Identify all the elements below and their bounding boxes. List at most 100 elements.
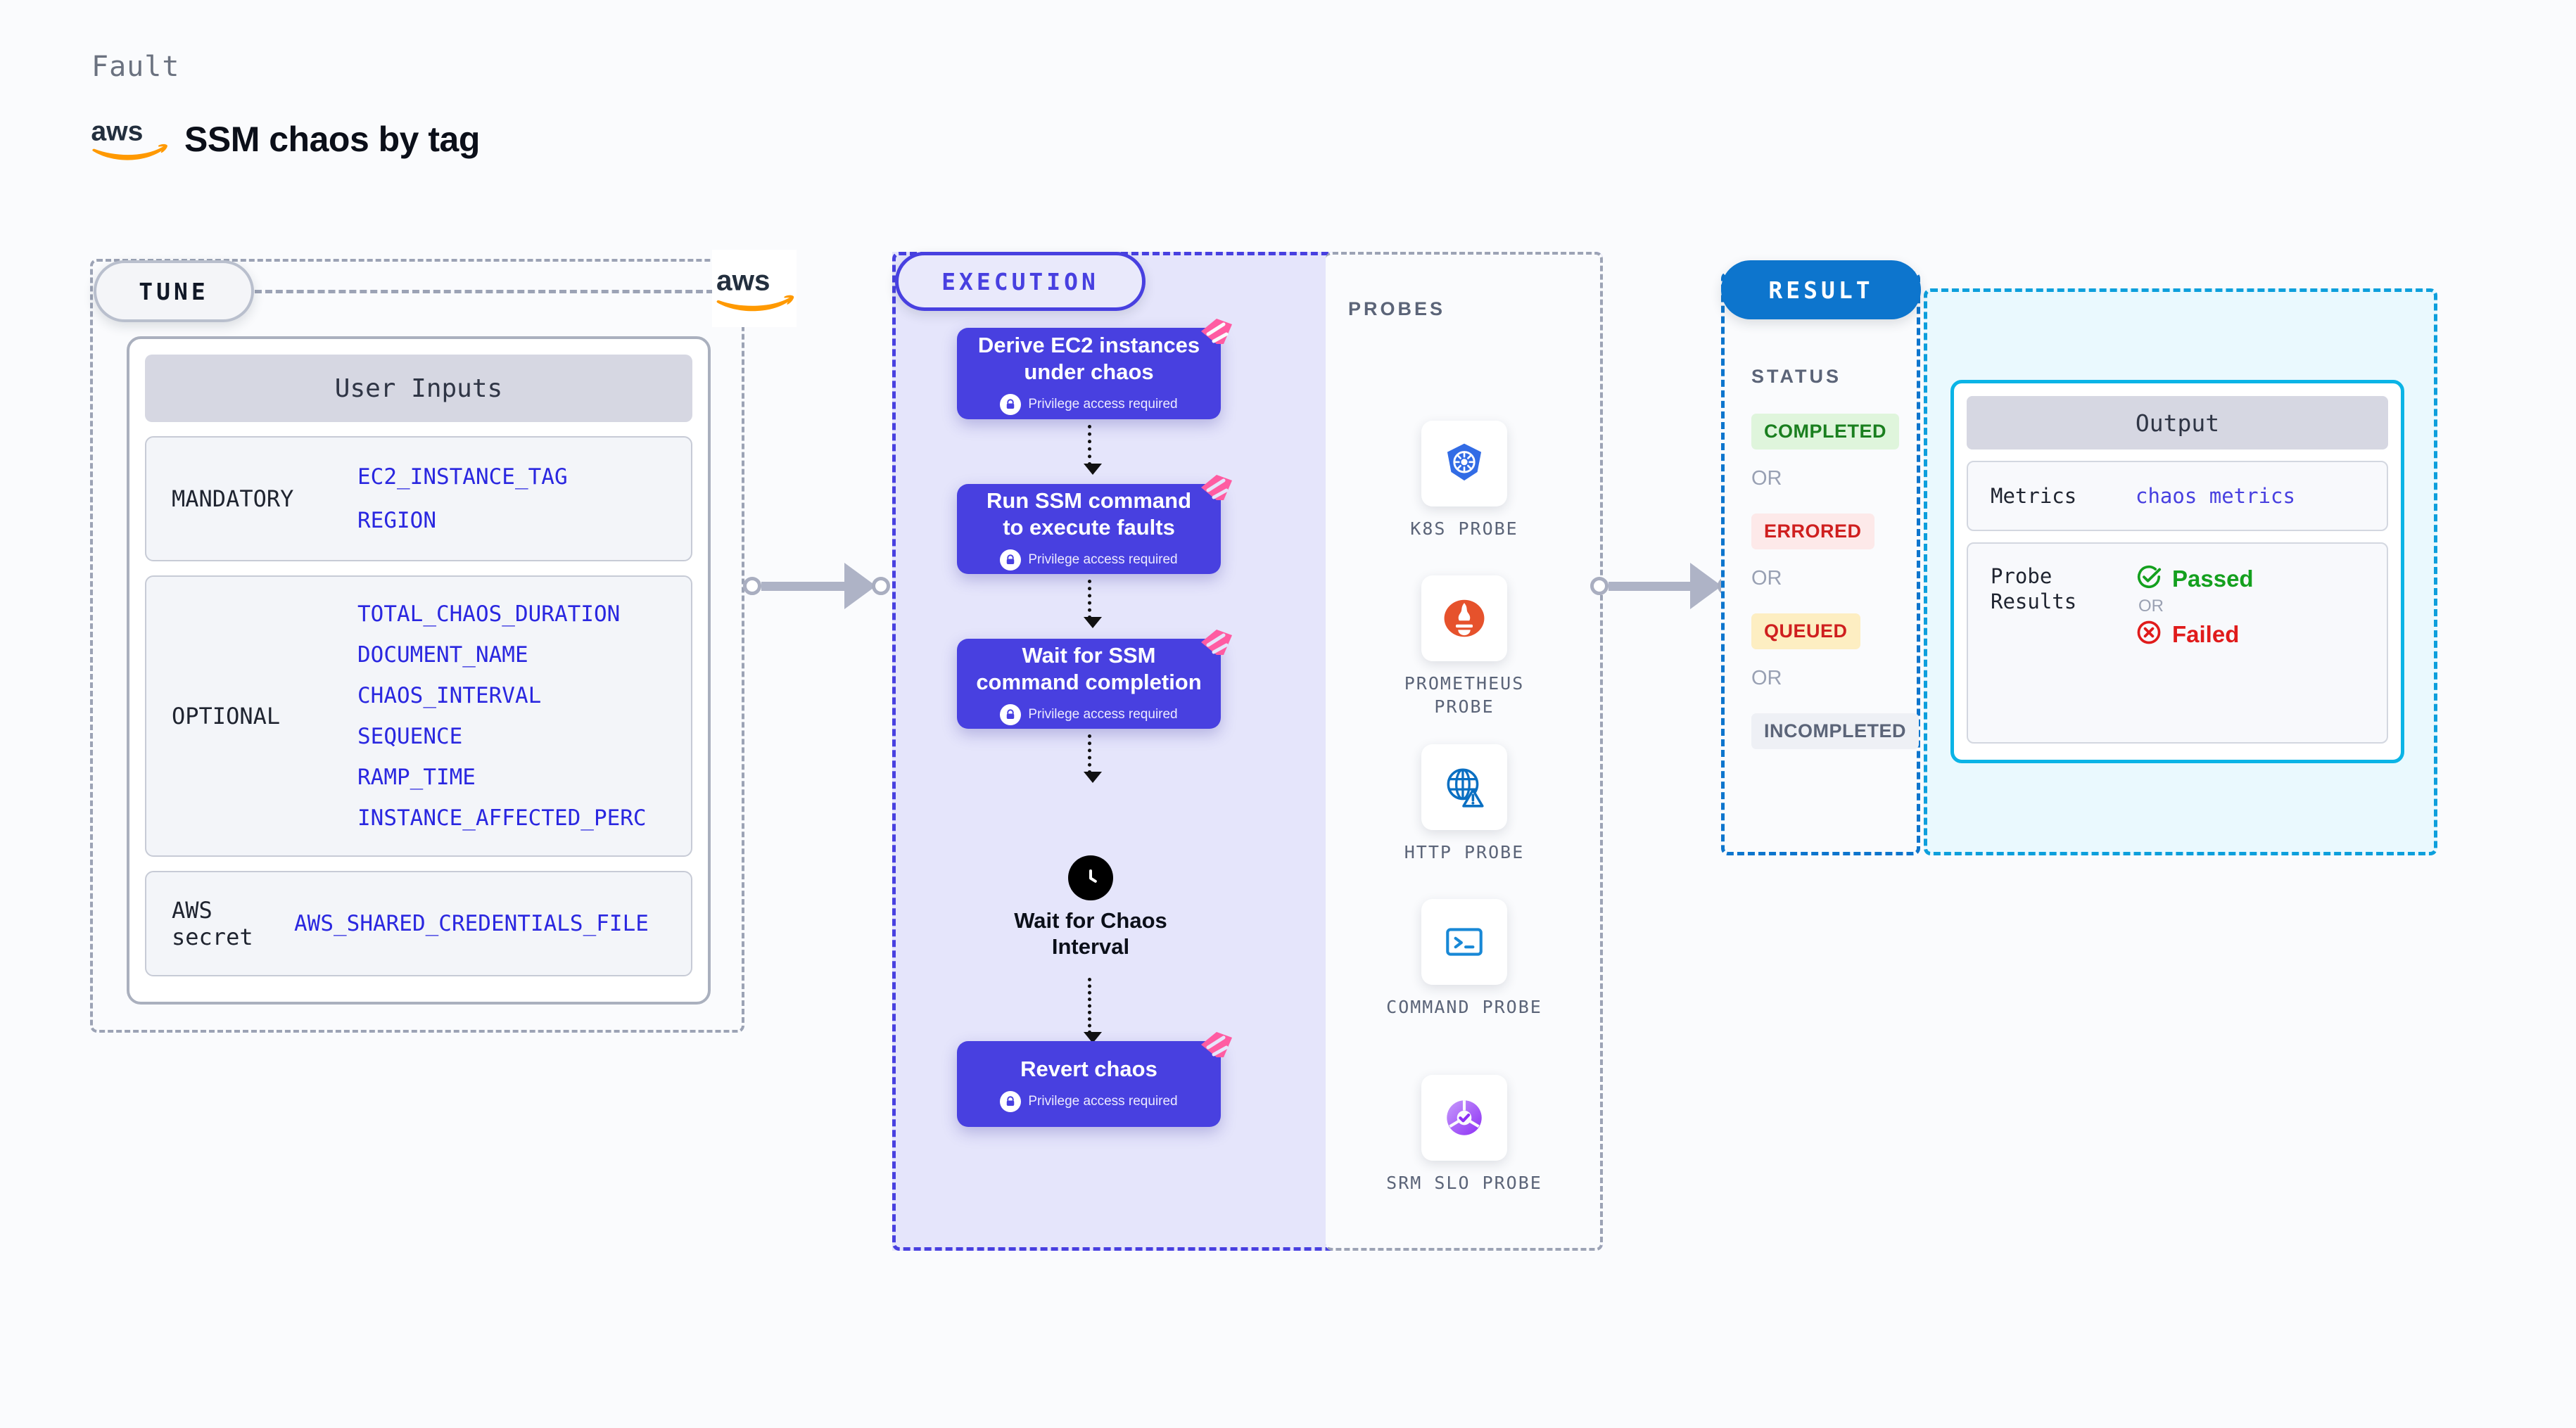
user-inputs-title: User Inputs xyxy=(145,355,692,422)
connector-start-dot xyxy=(743,577,761,595)
probe-item-k8s[interactable]: K8S PROBE xyxy=(1373,421,1556,541)
param-ramp-time[interactable]: RAMP_TIME xyxy=(357,765,476,790)
tune-badge: TUNE xyxy=(94,260,254,322)
flow-step-revert-chaos[interactable]: Revert chaos Privilege access required xyxy=(957,1032,1232,1127)
lock-icon xyxy=(1000,1090,1022,1112)
param-document-name[interactable]: DOCUMENT_NAME xyxy=(357,642,528,668)
output-key-metrics: Metrics xyxy=(1991,483,2077,508)
group-values-optional: TOTAL_CHAOS_DURATION DOCUMENT_NAME CHAOS… xyxy=(357,601,647,831)
srm-slo-icon xyxy=(1421,1075,1507,1161)
connector-tune-execution xyxy=(743,554,895,618)
input-group-aws-secret: AWS secret AWS_SHARED_CREDENTIALS_FILE xyxy=(145,871,692,976)
probe-result-failed-label: Failed xyxy=(2172,620,2240,647)
group-label-aws-secret: AWS secret xyxy=(172,897,253,950)
connector-execution-result xyxy=(1590,554,1739,618)
prometheus-icon xyxy=(1421,575,1507,661)
output-key-probe-results: Probe Results xyxy=(1991,564,2077,614)
flow-step-derive-ec2-instances[interactable]: Derive EC2 instances under chaos Privile… xyxy=(957,319,1232,419)
wait-label: Wait for Chaos Interval xyxy=(1014,908,1167,960)
check-circle-icon xyxy=(2136,563,2162,594)
output-title: Output xyxy=(1967,396,2388,450)
privilege-badge: Privilege access required xyxy=(1000,549,1178,570)
group-values-aws-secret: AWS_SHARED_CREDENTIALS_FILE xyxy=(294,911,649,936)
harness-corner-icon xyxy=(1195,472,1232,506)
probe-label: COMMAND PROBE xyxy=(1386,997,1542,1017)
flow-connector-4 xyxy=(1084,978,1102,1043)
status-label: STATUS xyxy=(1751,366,1841,387)
param-instance-affected-perc[interactable]: INSTANCE_AFFECTED_PERC xyxy=(357,805,647,831)
status-badge-completed: COMPLETED xyxy=(1751,414,1900,450)
connector-arrowhead xyxy=(844,563,876,609)
harness-corner-icon xyxy=(1195,1029,1232,1063)
flow-step-title: Derive EC2 instances under chaos xyxy=(977,333,1200,384)
probe-result-failed: Failed xyxy=(2136,619,2254,649)
status-badge-errored: ERRORED xyxy=(1751,514,1874,549)
flow-connector-2 xyxy=(1084,580,1102,628)
privilege-badge: Privilege access required xyxy=(1000,703,1178,725)
output-value-chaos-metrics[interactable]: chaos metrics xyxy=(2136,484,2295,508)
flow-step-wait-ssm-completion[interactable]: Wait for SSM command completion Privileg… xyxy=(957,630,1232,729)
probe-item-srm-slo[interactable]: SRM SLO PROBE xyxy=(1373,1075,1556,1195)
tune-to-aws-dashed-line xyxy=(255,290,713,293)
probe-item-command[interactable]: COMMAND PROBE xyxy=(1373,899,1556,1019)
terminal-icon xyxy=(1421,899,1507,985)
group-label-optional: OPTIONAL xyxy=(172,703,281,729)
group-values-mandatory: EC2_INSTANCE_TAG REGION xyxy=(357,464,568,533)
status-badge-queued: QUEUED xyxy=(1751,613,1860,649)
execution-badge: EXECUTION xyxy=(895,252,1146,311)
x-circle-icon xyxy=(2136,619,2162,649)
probe-label: PROMETHEUS PROBE xyxy=(1404,673,1525,717)
connector-line xyxy=(761,581,844,591)
kubernetes-icon xyxy=(1421,421,1507,506)
probe-result-or: OR xyxy=(2138,597,2164,616)
flow-connector-1 xyxy=(1084,425,1102,475)
input-group-mandatory: MANDATORY EC2_INSTANCE_TAG REGION xyxy=(145,436,692,561)
probe-result-passed: Passed xyxy=(2136,563,2254,594)
tune-panel xyxy=(90,259,744,1033)
param-ec2-instance-tag[interactable]: EC2_INSTANCE_TAG xyxy=(357,464,568,490)
user-inputs-card: User Inputs MANDATORY EC2_INSTANCE_TAG R… xyxy=(127,336,711,1005)
connector-arrowhead xyxy=(1690,563,1722,609)
svg-text:aws: aws xyxy=(716,264,770,296)
aws-logo-icon: aws xyxy=(712,250,797,327)
privilege-text: Privilege access required xyxy=(1028,1093,1178,1109)
input-group-optional: OPTIONAL TOTAL_CHAOS_DURATION DOCUMENT_N… xyxy=(145,575,692,857)
output-row-probe-results: Probe Results Passed OR xyxy=(1967,542,2388,744)
param-region[interactable]: REGION xyxy=(357,508,436,533)
param-aws-shared-credentials-file[interactable]: AWS_SHARED_CREDENTIALS_FILE xyxy=(294,911,649,936)
privilege-text: Privilege access required xyxy=(1028,552,1178,567)
probe-item-prometheus[interactable]: PROMETHEUS PROBE xyxy=(1373,575,1556,718)
param-chaos-interval[interactable]: CHAOS_INTERVAL xyxy=(357,683,542,708)
group-label-mandatory: MANDATORY xyxy=(172,485,294,512)
lock-icon xyxy=(1000,393,1022,415)
flow-connector-3 xyxy=(1084,734,1102,783)
output-row-metrics: Metrics chaos metrics xyxy=(1967,461,2388,531)
connector-start-dot xyxy=(1590,577,1609,595)
fault-kicker: Fault xyxy=(91,51,180,83)
privilege-text: Privilege access required xyxy=(1028,706,1178,722)
flow-step-title: Wait for SSM command completion xyxy=(976,643,1202,694)
flow-step-run-ssm-command[interactable]: Run SSM command to execute faults Privil… xyxy=(957,475,1232,574)
harness-corner-icon xyxy=(1195,316,1232,350)
svg-text:aws: aws xyxy=(91,116,143,146)
probe-results-values: Passed OR Failed xyxy=(2136,563,2254,649)
probe-result-passed-label: Passed xyxy=(2172,565,2254,592)
connector-end-dot xyxy=(872,577,890,595)
probe-label: HTTP PROBE xyxy=(1404,842,1525,862)
page-title-row: aws SSM chaos by tag xyxy=(90,114,480,165)
flow-step-title: Run SSM command to execute faults xyxy=(986,488,1192,540)
aws-logo-icon: aws xyxy=(90,114,169,165)
param-total-chaos-duration[interactable]: TOTAL_CHAOS_DURATION xyxy=(357,601,621,627)
probes-title: PROBES xyxy=(1348,298,1446,319)
status-or-2: OR xyxy=(1751,567,1782,589)
lock-icon xyxy=(1000,549,1022,570)
probe-item-http[interactable]: HTTP PROBE xyxy=(1373,744,1556,865)
privilege-badge: Privilege access required xyxy=(1000,1090,1178,1112)
output-card: Output Metrics chaos metrics Probe Resul… xyxy=(1950,380,2404,763)
param-sequence[interactable]: SEQUENCE xyxy=(357,724,463,749)
flow-step-wait-chaos-interval: Wait for Chaos Interval xyxy=(978,855,1203,960)
result-panel xyxy=(1721,272,1920,855)
http-globe-icon xyxy=(1421,744,1507,830)
privilege-text: Privilege access required xyxy=(1028,396,1178,412)
